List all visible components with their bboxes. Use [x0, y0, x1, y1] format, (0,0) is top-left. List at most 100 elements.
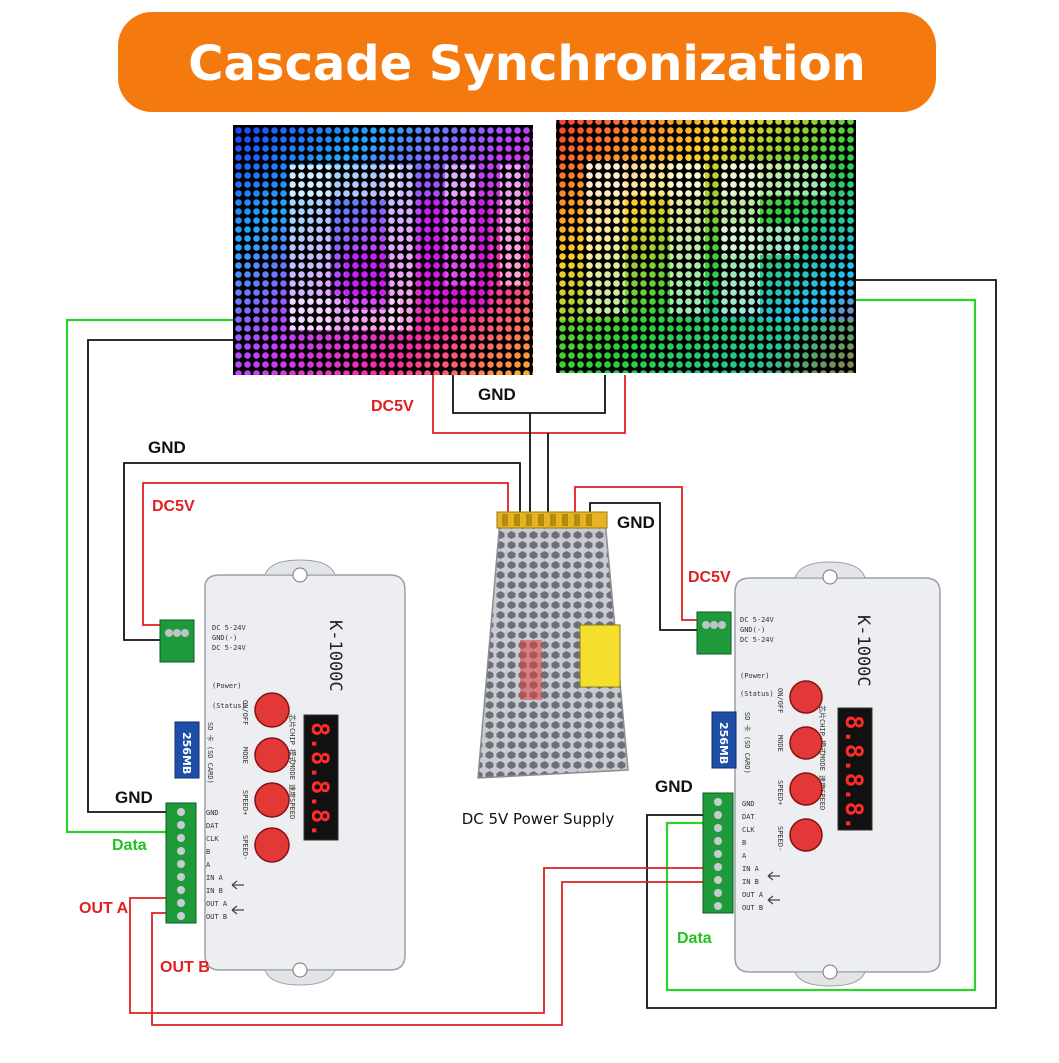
- wire-right-gnd: [589, 502, 697, 631]
- right-power-terminal: [696, 611, 732, 655]
- left-pin-labels: GND DAT CLK B A IN A IN B OUT A OUT B: [206, 809, 228, 921]
- left-onoff-label: ON/OFF: [241, 700, 249, 725]
- right-display-digits: 8.8.8.8.: [840, 715, 868, 831]
- right-sd-label: SD 卡 (SD CARD): [743, 712, 752, 774]
- left-onoff-button[interactable]: [254, 692, 290, 728]
- wire-right-panel-data: [665, 298, 977, 992]
- wire-labels: GND DC5V GND DC5V GND DC5V GND Data OUT …: [79, 385, 731, 976]
- right-arrow-in-icon: [767, 871, 780, 881]
- label-gnd-left-bottom: GND: [115, 788, 153, 807]
- right-terminal-label-2: GND(-): [740, 626, 765, 634]
- right-mode-button[interactable]: [789, 726, 823, 760]
- left-pin-in-b: IN B: [206, 887, 223, 895]
- right-pin-a: A: [742, 852, 747, 860]
- left-terminal-label-3: DC 5-24V: [212, 644, 247, 652]
- left-arrow-in-icon: [231, 880, 244, 890]
- banner-background: [118, 12, 936, 112]
- psu-label: DC 5V Power Supply: [462, 810, 615, 828]
- label-gnd-top: GND: [478, 385, 516, 404]
- right-speed-up-label: SPEED+: [776, 780, 784, 805]
- right-pin-dat: DAT: [742, 813, 755, 821]
- right-pin-in-a: IN A: [742, 865, 760, 873]
- left-status-status: (Status): [212, 702, 246, 710]
- wire-left-gnd: [123, 462, 521, 641]
- label-out-a: OUT A: [79, 900, 129, 917]
- left-sd-label: SD 卡 (SD CARD): [206, 722, 215, 784]
- right-pin-out-b: OUT B: [742, 904, 763, 912]
- right-model-label: K-1000C: [853, 615, 873, 687]
- left-power-terminal: [159, 619, 195, 663]
- right-panel-glyphs: [585, 160, 830, 315]
- psu-internal-component: [520, 640, 542, 700]
- wire-right-panel-gnd: [646, 279, 997, 1009]
- label-dc5v-top: DC5V: [371, 398, 414, 415]
- left-mode-button[interactable]: [254, 737, 290, 773]
- left-controller: DC 5-24V GND(-) DC 5-24V (Power) (Status…: [159, 559, 406, 986]
- left-pin-dat: DAT: [206, 822, 219, 830]
- right-led-panel: [556, 120, 856, 373]
- right-sd-card: [711, 711, 737, 769]
- right-pin-out-a: OUT A: [742, 891, 764, 899]
- left-mode-label: MODE: [241, 747, 249, 764]
- right-terminal-label-3: DC 5-24V: [740, 636, 775, 644]
- right-controller: DC 5-24V GND(-) DC 5-24V (Power) (Status…: [696, 561, 941, 987]
- right-speed-up-button[interactable]: [789, 772, 823, 806]
- wire-right-dc5v: [574, 486, 697, 621]
- left-pin-a: A: [206, 861, 211, 869]
- label-data-left: Data: [112, 837, 147, 854]
- left-terminal-label-2: GND(-): [212, 634, 237, 642]
- right-status-power: (Power): [740, 672, 770, 680]
- wire-panels-dc5v: [432, 375, 626, 434]
- right-speed-down-label: SPEED-: [776, 826, 784, 851]
- left-status-power: (Power): [212, 682, 242, 690]
- right-status-status: (Status): [740, 690, 774, 698]
- wire-panels-gnd: [452, 375, 606, 414]
- left-pin-out-b: OUT B: [206, 913, 227, 921]
- label-dc5v-right: DC5V: [688, 569, 731, 586]
- wire-out-b: [151, 881, 708, 1026]
- right-pin-b: B: [742, 839, 746, 847]
- right-terminal-label-1: DC 5-24V: [740, 616, 775, 624]
- right-pin-gnd: GND: [742, 800, 755, 808]
- right-onoff-label: ON/OFF: [776, 688, 784, 713]
- psu-sticker: [579, 624, 621, 688]
- right-mode-label: MODE: [776, 735, 784, 752]
- label-data-right: Data: [677, 930, 712, 947]
- label-gnd-left: GND: [148, 438, 186, 457]
- wire-out-a: [129, 867, 708, 1014]
- left-led-display: [303, 714, 339, 841]
- left-speed-up-button[interactable]: [254, 782, 290, 818]
- left-speed-down-button[interactable]: [254, 827, 290, 863]
- right-onoff-button[interactable]: [789, 680, 823, 714]
- left-chip-mode-speed: 芯片CHIP 模式MODE 速度SPEED: [288, 714, 297, 819]
- right-chip-mode-speed: 芯片CHIP 模式MODE 速度SPEED: [818, 705, 827, 810]
- left-terminal-label-1: DC 5-24V: [212, 624, 247, 632]
- left-speed-down-label: SPEED-: [241, 835, 249, 860]
- left-pin-out-a: OUT A: [206, 900, 228, 908]
- right-led-display: [837, 707, 873, 831]
- power-supply: DC 5V Power Supply: [462, 511, 629, 828]
- left-sd-capacity: 256MB: [180, 732, 193, 774]
- left-model-label: K-1000C: [325, 620, 345, 692]
- left-speed-up-label: SPEED+: [241, 790, 249, 815]
- left-pin-gnd: GND: [206, 809, 219, 817]
- label-dc5v-left: DC5V: [152, 498, 195, 515]
- wire-left-dc5v: [142, 482, 509, 626]
- left-sd-card: [174, 721, 200, 779]
- right-speed-down-button[interactable]: [789, 818, 823, 852]
- wiring: [65, 279, 997, 1026]
- left-display-digits: 8.8.8.8.: [306, 722, 334, 838]
- left-arrow-out-icon: [231, 905, 244, 915]
- wire-left-panel-data: [65, 318, 233, 834]
- wire-left-panel-gnd: [87, 339, 233, 813]
- right-sd-capacity: 256MB: [717, 722, 730, 764]
- left-pin-in-a: IN A: [206, 874, 224, 882]
- label-gnd-right: GND: [617, 513, 655, 532]
- right-pin-labels: GND DAT CLK B A IN A IN B OUT A OUT B: [742, 800, 764, 912]
- right-pin-clk: CLK: [742, 826, 755, 834]
- right-arrow-out-icon: [767, 895, 780, 905]
- label-out-b: OUT B: [160, 959, 210, 976]
- left-led-panel: [233, 125, 533, 375]
